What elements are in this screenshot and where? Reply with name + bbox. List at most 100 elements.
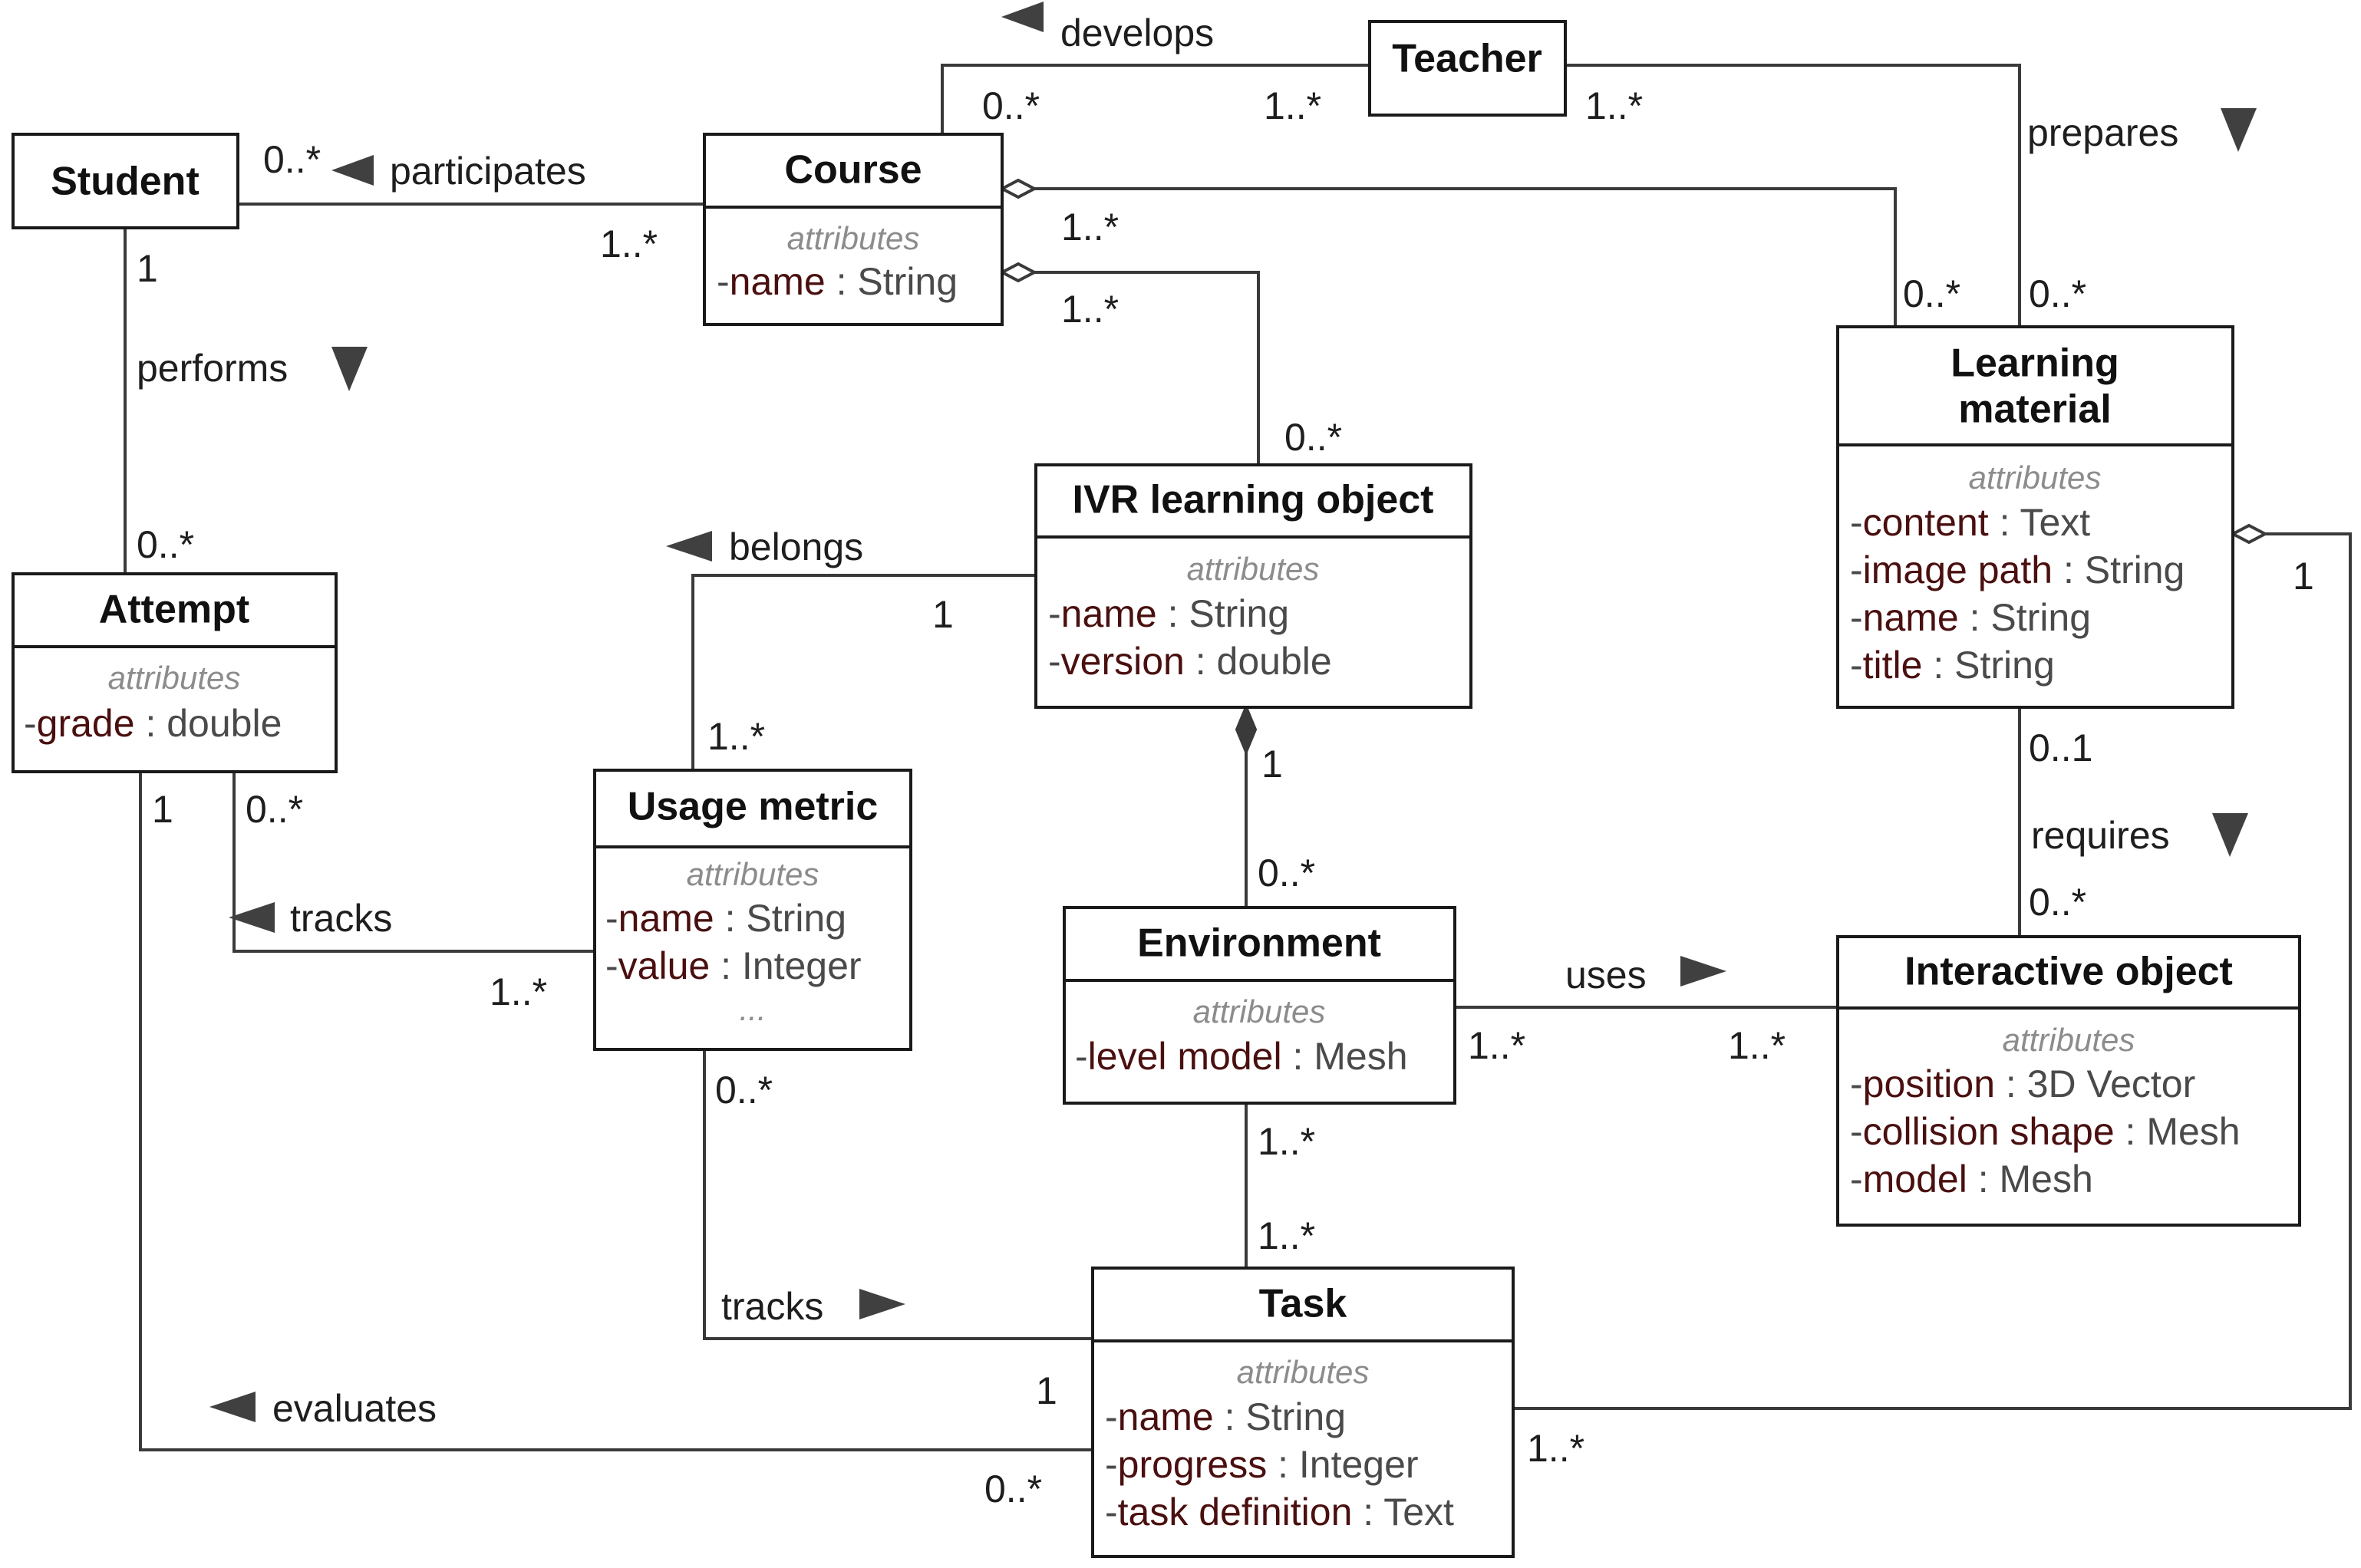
multiplicity-tracks-attempt-attempt: 0..* xyxy=(246,788,303,831)
tracks-task-direction-arrow xyxy=(859,1289,905,1319)
ivr-environment-composition-diamond xyxy=(1235,703,1258,756)
teacher-class-name: Teacher xyxy=(1392,37,1542,81)
teacher-box xyxy=(1368,20,1567,117)
learning-material-attribute: -name : String xyxy=(1850,596,2091,639)
interactive-object-attribute: -collision shape : Mesh xyxy=(1850,1110,2241,1153)
uses-direction-arrow xyxy=(1680,956,1726,987)
evaluates-line xyxy=(139,772,1093,1451)
multiplicity-tracks-attempt-usage-metric: 1..* xyxy=(490,970,547,1013)
belongs-line xyxy=(691,574,1036,770)
task-attributes-header: attributes xyxy=(1237,1354,1370,1390)
requires-label: requires xyxy=(2031,814,2170,857)
tracks-task-label: tracks xyxy=(721,1285,823,1328)
multiplicity-requires-interactive-object: 0..* xyxy=(2029,881,2086,924)
attempt-attribute: -grade : double xyxy=(24,702,282,745)
ivr-learning-object-attribute: -name : String xyxy=(1048,592,1289,635)
usage-metric-attribute: -name : String xyxy=(605,897,846,940)
multiplicities: 0..* 1..* 0..* 1..* 1..* 0..* 1..* 0..* … xyxy=(137,84,2314,1510)
course-class-name: Course xyxy=(784,148,922,193)
material-task-aggregation-diamond xyxy=(2229,523,2269,545)
course-ivr-line xyxy=(1034,271,1260,465)
multiplicity-participates-student: 0..* xyxy=(263,138,321,181)
environment-attribute: -level model : Mesh xyxy=(1075,1035,1408,1078)
class-learning-material[interactable]: Learning material attributes -content : … xyxy=(1836,325,2234,709)
class-teacher[interactable]: Teacher xyxy=(1368,20,1567,117)
usage-metric-attributes-header: attributes xyxy=(687,856,819,892)
multiplicity-ivr-environment-ivr: 1 xyxy=(1261,743,1283,786)
belongs-direction-arrow xyxy=(666,531,712,562)
multiplicity-participates-course: 1..* xyxy=(600,222,658,265)
multiplicity-belongs-ivr: 1 xyxy=(932,593,954,636)
multiplicity-environment-task-environment: 1..* xyxy=(1258,1120,1315,1163)
develops-direction-arrow xyxy=(1001,2,1044,32)
class-attempt[interactable]: Attempt attributes -grade : double xyxy=(12,572,338,773)
tracks-attempt-label: tracks xyxy=(290,897,392,940)
class-course[interactable]: Course attributes -name : String xyxy=(703,133,1004,326)
prepares-direction-arrow xyxy=(2221,108,2257,152)
prepares-line xyxy=(1565,64,2021,327)
class-ivr-learning-object[interactable]: IVR learning object attributes -name : S… xyxy=(1034,463,1472,709)
learning-material-attribute: -content : Text xyxy=(1850,501,2090,544)
association-lines xyxy=(124,64,2352,1451)
multiplicity-course-ivr-ivr: 0..* xyxy=(1284,416,1342,459)
multiplicity-develops-course: 0..* xyxy=(982,84,1040,127)
task-attribute: -name : String xyxy=(1105,1395,1346,1438)
task-attribute: -task definition : Text xyxy=(1105,1491,1454,1533)
multiplicity-prepares-material: 0..* xyxy=(2029,272,2086,315)
learning-material-attribute: -image path : String xyxy=(1850,548,2185,591)
participates-direction-arrow xyxy=(331,155,374,186)
interactive-object-box xyxy=(1836,935,2301,1227)
multiplicity-uses-interactive-object: 1..* xyxy=(1728,1024,1786,1067)
class-environment[interactable]: Environment attributes -level model : Me… xyxy=(1063,906,1456,1105)
multiplicity-prepares-teacher: 1..* xyxy=(1585,84,1643,127)
performs-direction-arrow xyxy=(331,347,368,391)
multiplicity-performs-student: 1 xyxy=(137,247,158,290)
course-material-aggregation-diamond xyxy=(998,178,1038,199)
class-student[interactable]: Student xyxy=(12,133,239,229)
evaluates-label: evaluates xyxy=(272,1387,437,1430)
multiplicity-belongs-usage-metric: 1..* xyxy=(707,715,765,758)
multiplicity-material-task-material: 1 xyxy=(2293,555,2314,598)
task-attribute: -progress : Integer xyxy=(1105,1443,1419,1486)
multiplicity-environment-task-task: 1..* xyxy=(1258,1214,1315,1257)
multiplicity-course-ivr-course: 1..* xyxy=(1061,288,1119,331)
learning-material-attribute: -title : String xyxy=(1850,644,2055,687)
develops-line xyxy=(941,64,1370,134)
uses-label: uses xyxy=(1565,954,1647,996)
multiplicity-evaluates-attempt: 1 xyxy=(152,788,173,831)
task-box xyxy=(1091,1267,1515,1558)
prepares-label: prepares xyxy=(2027,111,2178,154)
multiplicity-course-material-course: 1..* xyxy=(1061,206,1119,249)
environment-box xyxy=(1063,906,1456,1105)
multiplicity-tracks-task-task: 1 xyxy=(1036,1369,1057,1412)
usage-metric-more-ellipsis: ... xyxy=(739,991,766,1027)
evaluates-direction-arrow xyxy=(209,1392,256,1422)
multiplicity-tracks-task-usage-metric: 0..* xyxy=(715,1069,773,1112)
student-class-name: Student xyxy=(51,160,199,204)
class-interactive-object[interactable]: Interactive object attributes -position … xyxy=(1836,935,2301,1227)
attempt-attributes-header: attributes xyxy=(108,660,241,696)
material-task-line xyxy=(1513,532,2352,1410)
task-class-name: Task xyxy=(1259,1282,1347,1326)
learning-material-class-name-line1: Learning xyxy=(1950,341,2119,386)
course-attribute: -name : String xyxy=(717,260,958,303)
develops-label: develops xyxy=(1060,12,1214,54)
tracks-attempt-direction-arrow xyxy=(229,902,275,933)
interactive-object-attributes-header: attributes xyxy=(2003,1022,2135,1058)
course-attributes-header: attributes xyxy=(787,220,920,256)
multiplicity-material-task-task: 1..* xyxy=(1527,1427,1584,1470)
multiplicity-ivr-environment-environment: 0..* xyxy=(1258,852,1315,894)
multiplicity-course-material-material: 0..* xyxy=(1903,272,1960,315)
performs-label: performs xyxy=(137,347,288,390)
environment-class-name: Environment xyxy=(1137,921,1381,966)
multiplicity-performs-attempt: 0..* xyxy=(137,523,194,566)
learning-material-class-name-line2: material xyxy=(1958,387,2111,432)
student-box xyxy=(12,133,239,229)
usage-metric-box xyxy=(593,769,912,1051)
class-usage-metric[interactable]: Usage metric attributes -name : String -… xyxy=(593,769,912,1051)
course-box xyxy=(703,133,1004,326)
ivr-learning-object-attributes-header: attributes xyxy=(1187,551,1320,587)
multiplicity-evaluates-task: 0..* xyxy=(984,1468,1042,1510)
class-task[interactable]: Task attributes -name : String -progress… xyxy=(1091,1267,1515,1558)
